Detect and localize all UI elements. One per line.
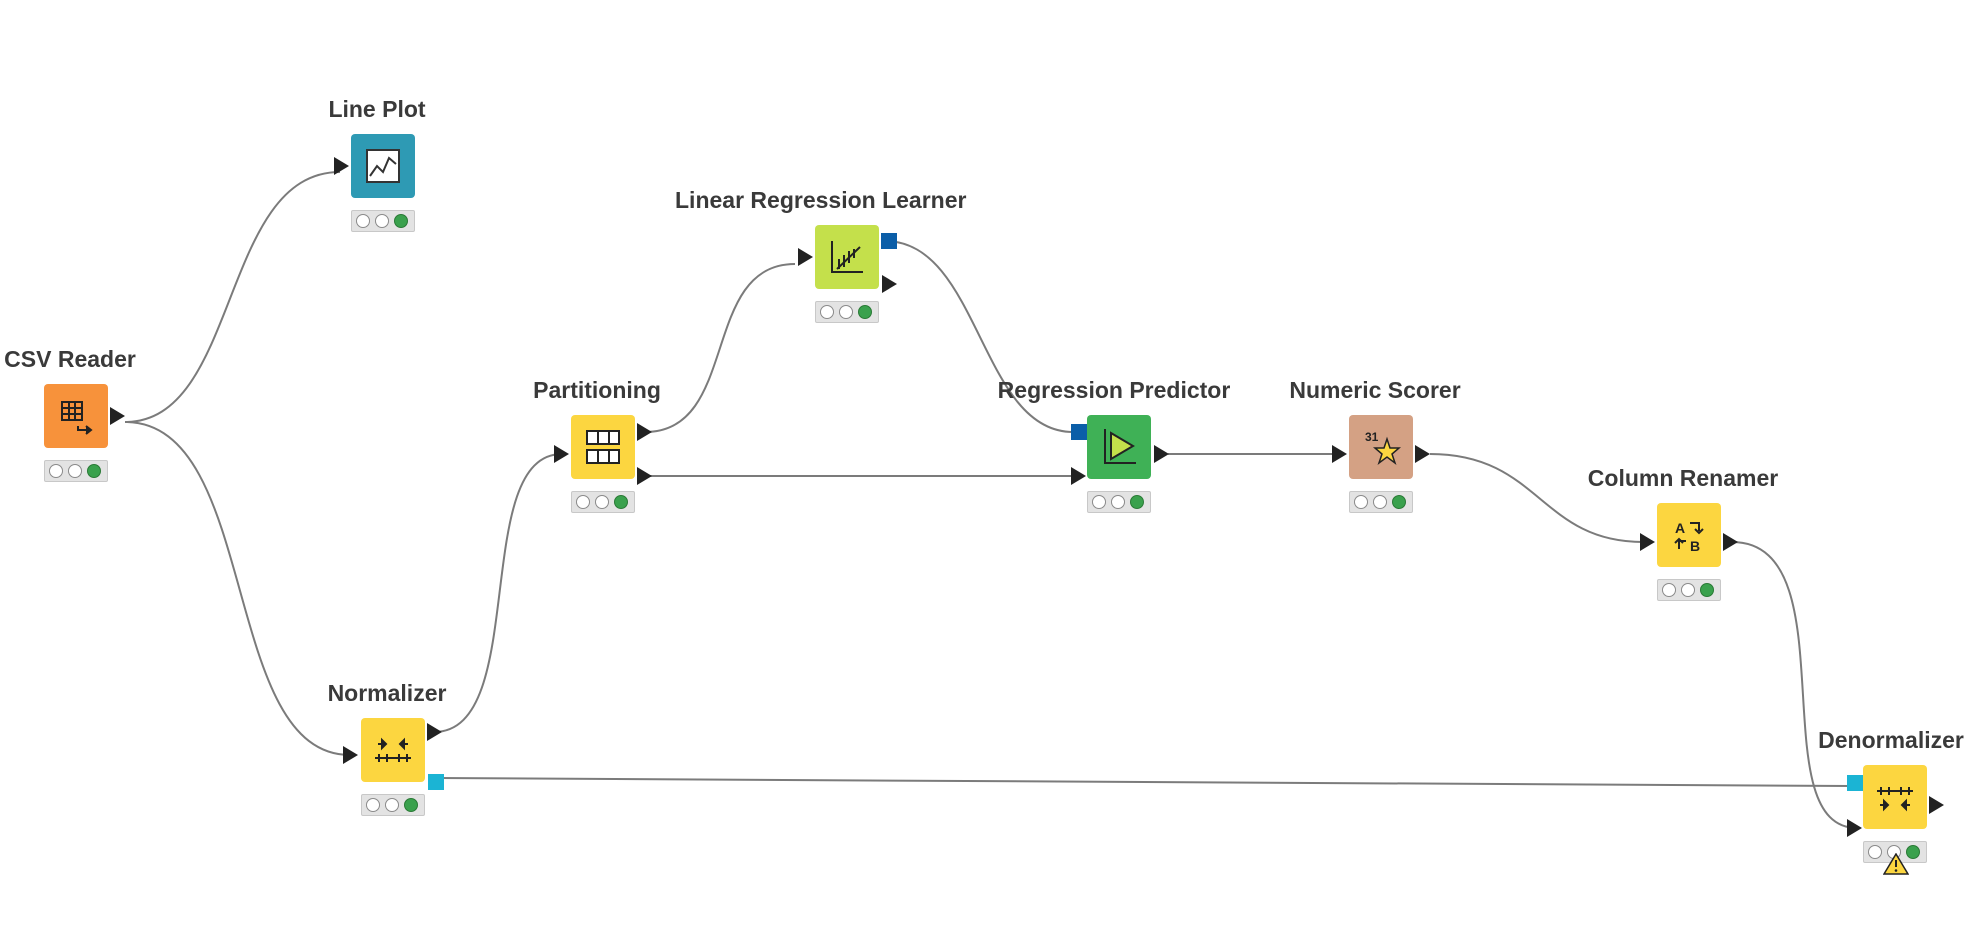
connection-partitioning-learner [644,263,796,433]
scorer-star-icon: 31 [1365,430,1402,466]
input-port[interactable] [798,248,813,266]
output-port[interactable] [882,275,897,293]
input-port[interactable] [334,157,349,175]
node-csv-reader[interactable]: CSV Reader [0,346,170,506]
node-line-plot[interactable]: Line Plot [277,96,477,256]
node-column-renamer[interactable]: Column Renamer A B [1583,465,1783,625]
input-port[interactable] [554,445,569,463]
node-label: Regression Predictor [997,377,1231,403]
node-label: Line Plot [328,96,426,122]
connection-csv-normalizer [124,421,351,756]
svg-text:A: A [1675,520,1685,536]
output-port[interactable] [427,723,442,741]
node-body[interactable] [1863,765,1927,829]
predictor-play-icon [1104,429,1136,464]
node-label: Partitioning [533,377,661,403]
node-body[interactable] [571,415,635,479]
partition-table-icon [586,430,620,464]
node-denormalizer[interactable]: Denormalizer [1786,727,1978,887]
status-lights [1087,491,1151,513]
svg-text:B: B [1690,538,1700,554]
denormalizer-icon [1877,787,1913,812]
node-body[interactable] [1087,415,1151,479]
node-label: Linear Regression Learner [675,187,967,213]
node-normalizer[interactable]: Normalizer [287,680,487,840]
input-port[interactable] [1332,445,1347,463]
warning-icon [1883,853,1909,875]
regression-learner-icon [831,241,863,273]
connection-learner-predictor [884,240,1074,433]
model-input-port[interactable] [1847,775,1863,791]
connection-csv-lineplot [124,171,341,423]
output-port[interactable] [1154,445,1169,463]
model-output-port[interactable] [881,233,897,249]
connection-normalizer-partitioning [433,453,563,733]
node-label: CSV Reader [4,346,136,372]
status-lights [1657,579,1721,601]
node-body[interactable] [361,718,425,782]
output-port[interactable] [1723,533,1738,551]
normalizer-icon [375,737,411,762]
node-label: Numeric Scorer [1289,377,1461,403]
model-output-port[interactable] [428,774,444,790]
node-body[interactable] [815,225,879,289]
node-body[interactable]: A B [1657,503,1721,567]
node-numeric-scorer[interactable]: Numeric Scorer 31 [1275,377,1475,537]
node-body[interactable]: 31 [1349,415,1413,479]
output-port[interactable] [110,407,125,425]
input-port[interactable] [1640,533,1655,551]
node-label: Denormalizer [1818,727,1964,753]
node-label: Normalizer [327,680,447,706]
status-lights [351,210,415,232]
status-lights [44,460,108,482]
input-port[interactable] [1847,819,1862,837]
output-port[interactable] [1415,445,1430,463]
status-lights [1863,841,1927,863]
node-body[interactable] [44,384,108,448]
node-label: Column Renamer [1587,465,1779,491]
input-port[interactable] [343,746,358,764]
svg-text:31: 31 [1365,430,1379,444]
node-regression-predictor[interactable]: Regression Predictor [998,377,1284,537]
status-lights [361,794,425,816]
connection-renamer-denormalizer [1731,541,1858,829]
rename-columns-icon: A B [1674,520,1704,554]
connection-scorer-renamer [1429,453,1644,543]
file-table-icon [61,401,93,435]
model-input-port[interactable] [1071,424,1087,440]
status-lights [571,491,635,513]
second-output-port[interactable] [637,467,652,485]
node-body[interactable] [351,134,415,198]
connection-normalizer-denormalizer [435,777,1851,787]
line-chart-icon [366,149,400,183]
output-port[interactable] [1929,796,1944,814]
node-partitioning[interactable]: Partitioning [497,377,697,537]
status-lights [1349,491,1413,513]
status-lights [815,301,879,323]
node-linear-regression-learner[interactable]: Linear Regression Learner [675,187,980,347]
first-output-port[interactable] [637,423,652,441]
input-port[interactable] [1071,467,1086,485]
